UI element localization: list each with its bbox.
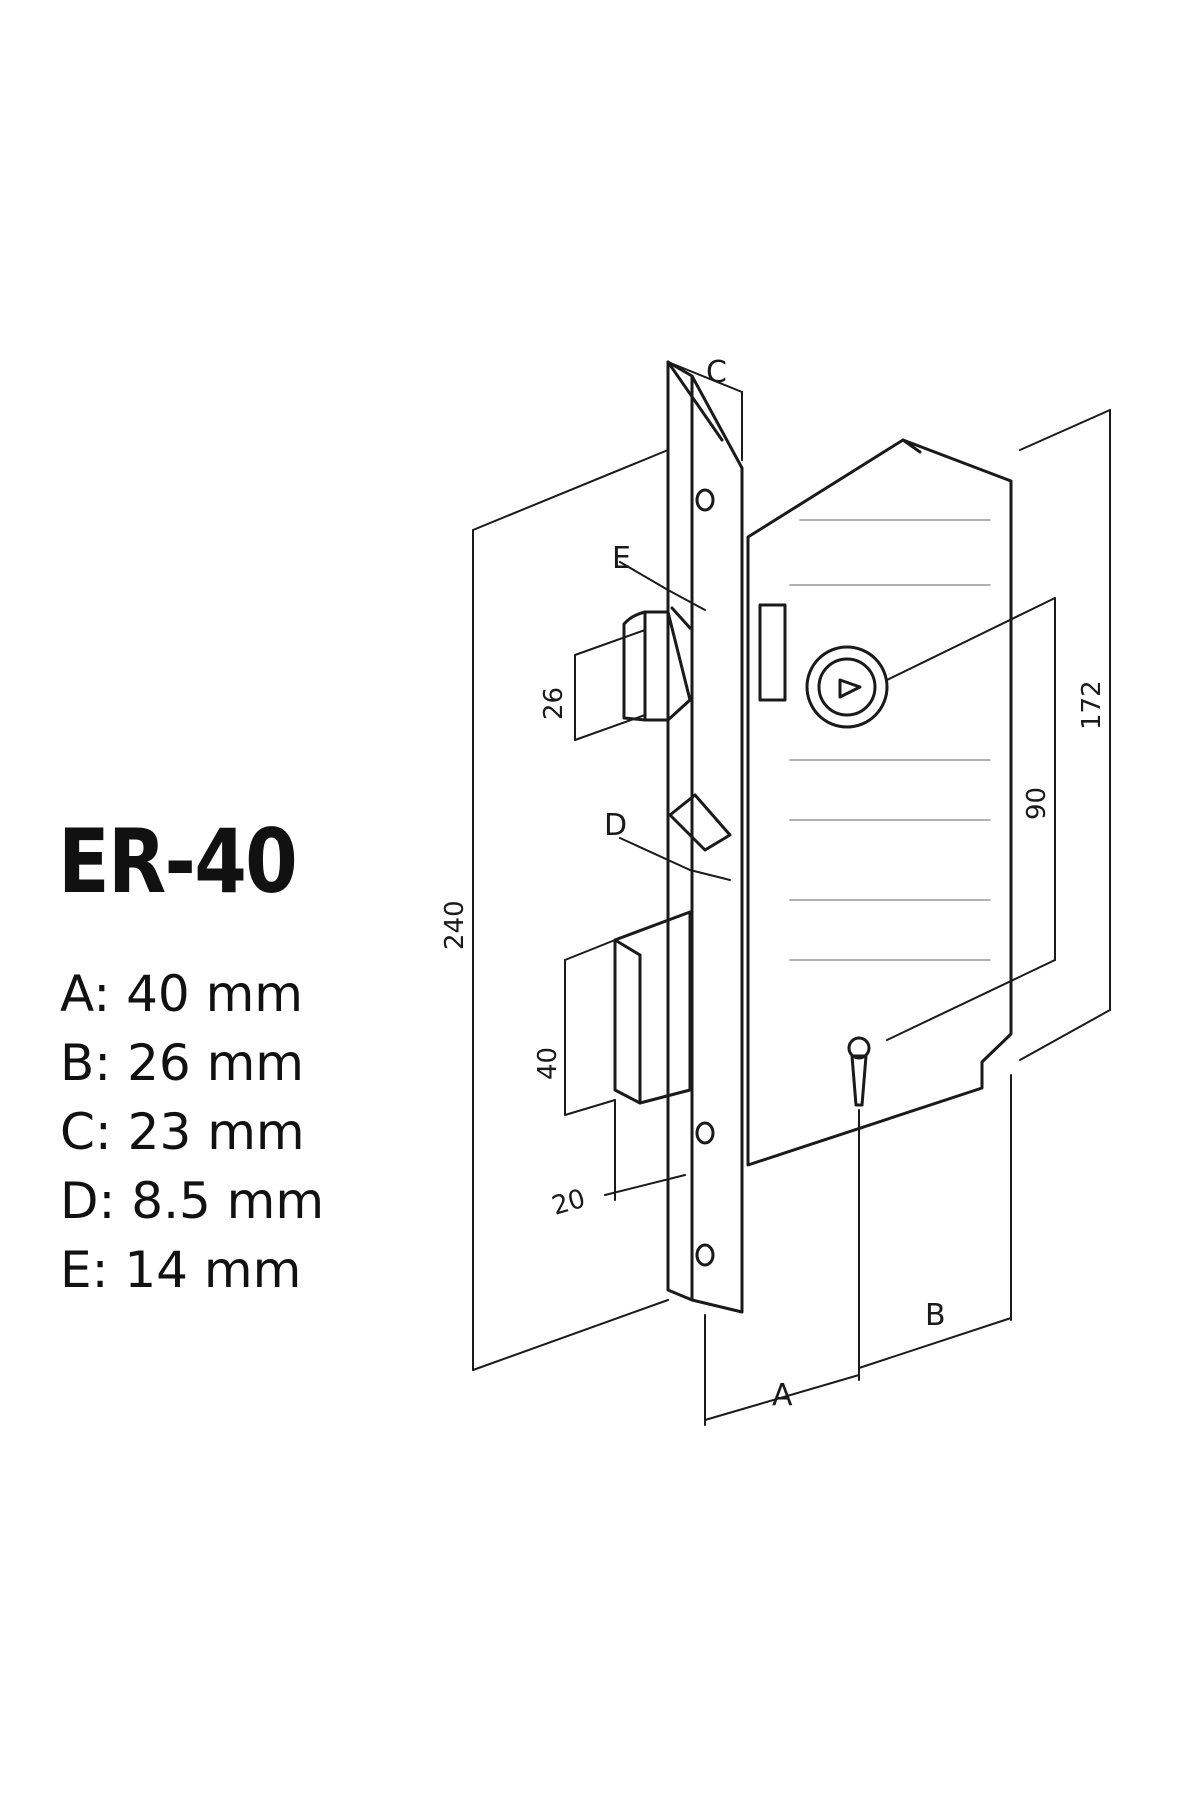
spec-row-e: E: 14 mm	[60, 1236, 324, 1305]
dim-label-d: D	[604, 808, 627, 843]
hub-square	[838, 678, 862, 699]
faceplate-top-edge	[666, 360, 724, 442]
latch-bolt-side	[622, 610, 647, 722]
spec-label: E:	[60, 1241, 109, 1299]
dim-label-e: E	[612, 541, 631, 576]
deadbolt-top-edge	[613, 938, 642, 957]
dim-label-c: C	[706, 355, 727, 390]
latch-notch	[670, 606, 692, 630]
spec-label: B:	[60, 1034, 112, 1092]
keyhole-top	[847, 1036, 871, 1060]
dim-label-90: 90	[1022, 787, 1052, 820]
faceplate	[666, 360, 694, 1302]
spec-value: 8.5 mm	[131, 1172, 325, 1230]
spec-label: C:	[60, 1103, 112, 1161]
keyhole-slot	[850, 1054, 868, 1107]
trigger	[668, 793, 732, 852]
dim-label-b: B	[925, 1298, 946, 1333]
spec-label: D:	[60, 1172, 116, 1230]
spec-label: A:	[60, 965, 111, 1023]
spec-value: 14 mm	[124, 1241, 302, 1299]
spec-value: 23 mm	[127, 1103, 305, 1161]
spec-list: A: 40 mm B: 26 mm C: 23 mm D: 8.5 mm E: …	[60, 960, 324, 1305]
model-title: ER-40	[58, 810, 298, 913]
latch-window	[758, 603, 787, 702]
hub-outer	[805, 645, 889, 729]
spec-value: 26 mm	[127, 1034, 304, 1092]
dim-label-40: 40	[533, 1047, 563, 1080]
hub-inner	[817, 657, 877, 717]
screw-hole-middle	[695, 1121, 715, 1145]
dim-label-26: 26	[539, 687, 569, 720]
spec-row-c: C: 23 mm	[60, 1098, 324, 1167]
deadbolt	[613, 910, 692, 1105]
lock-case	[746, 438, 1013, 1167]
spec-row-a: A: 40 mm	[60, 960, 324, 1029]
dim-label-a: A	[772, 1378, 793, 1413]
dimension-lines	[472, 361, 1111, 1426]
faceplate-front	[690, 374, 744, 1314]
spec-row-b: B: 26 mm	[60, 1029, 324, 1098]
dim-label-240: 240	[440, 900, 470, 950]
dim-label-20: 20	[549, 1184, 589, 1222]
dim-label-172: 172	[1077, 680, 1107, 730]
screw-hole-top	[695, 488, 715, 512]
spec-value: 40 mm	[126, 965, 304, 1023]
case-back-edge	[901, 438, 922, 454]
latch-bolt	[643, 610, 692, 722]
screw-hole-bottom	[695, 1243, 715, 1267]
spec-row-d: D: 8.5 mm	[60, 1167, 324, 1236]
